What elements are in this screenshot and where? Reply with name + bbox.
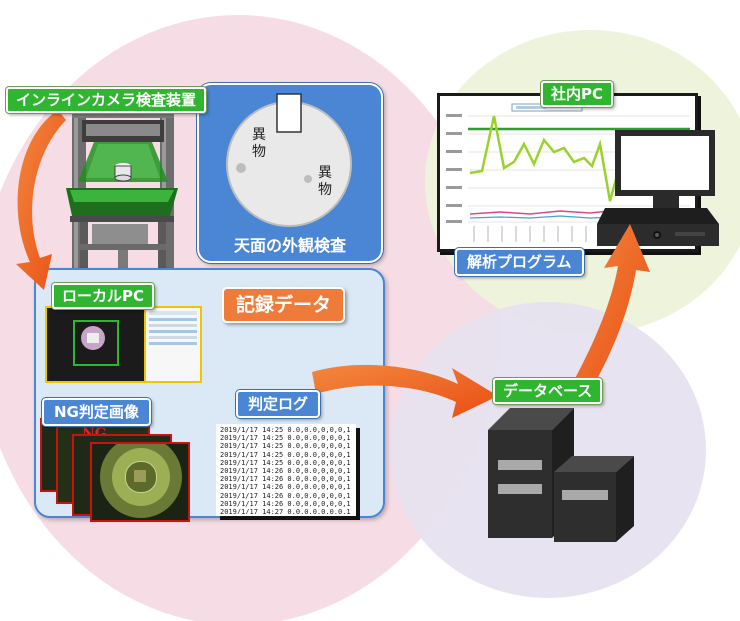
database-servers bbox=[488, 408, 634, 542]
log-line: 2019/1/17 14:25 0.0,0.0,0,0,0,1 bbox=[220, 450, 351, 459]
ng-images-label: NG判定画像 bbox=[42, 398, 151, 426]
log-line: 2019/1/17 14:26 0.0,0.0,0,0,0,1 bbox=[220, 475, 351, 484]
top-inspection-panel: 異物 異物 天面の外観検査 bbox=[197, 83, 383, 263]
database-label: データベース bbox=[493, 378, 603, 404]
local-pc-label: ローカルPC bbox=[52, 283, 155, 309]
log-line: 2019/1/17 14:26 0.0,0.0,0,0,0,1 bbox=[220, 491, 351, 500]
log-line: 2019/1/17 14:25 0.0,0.0,0,0,0,1 bbox=[220, 434, 351, 443]
log-line: 2019/1/17 14:26 0.0,0.0,0,0,0,1 bbox=[220, 499, 351, 508]
foreign-matter-dot-left bbox=[236, 163, 246, 173]
arrow-database-to-company-pc bbox=[572, 224, 650, 388]
inline-camera-machine bbox=[66, 104, 178, 282]
log-line: 2019/1/17 14:25 0.0,0.0,0,0,0,1 bbox=[220, 458, 351, 467]
log-line: 2019/1/17 14:26 0.0,0.0,0,0,0,1 bbox=[220, 483, 351, 492]
arrow-record-to-database bbox=[312, 364, 498, 418]
analysis-program-label: 解析プログラム bbox=[455, 248, 584, 276]
log-line: 2019/1/17 14:25 0.0,0.0,0,0,0,1 bbox=[220, 442, 351, 451]
arrow-camera-to-local-pc bbox=[16, 110, 66, 290]
record-data-label: 記録データ bbox=[222, 287, 346, 323]
foreign-matter-label-right: 異物 bbox=[318, 165, 332, 198]
top-inspection-title: 天面の外観検査 bbox=[233, 236, 346, 255]
inspection-disc bbox=[226, 93, 352, 227]
local-pc-settings-pane bbox=[146, 308, 200, 381]
ng-image-front bbox=[90, 442, 190, 522]
foreign-matter-label-top: 異物 bbox=[252, 127, 266, 160]
log-line: 2019/1/17 14:27 0.0,0.0,0,0,0,1 bbox=[220, 508, 351, 514]
company-pc-label: 社内PC bbox=[541, 81, 614, 107]
local-pc-screen bbox=[45, 306, 202, 383]
log-line: 2019/1/17 14:25 0.0,0.0,0,0,0,1 bbox=[220, 426, 351, 434]
foreign-matter-dot-right bbox=[304, 175, 312, 183]
inline-camera-label: インラインカメラ検査装置 bbox=[6, 87, 207, 113]
log-line: 2019/1/17 14:26 0.0,0.0,0,0,0,1 bbox=[220, 467, 351, 476]
judgment-log-label: 判定ログ bbox=[236, 390, 321, 418]
company-pc-desktop bbox=[597, 130, 719, 246]
local-pc-camera-view bbox=[47, 308, 144, 381]
